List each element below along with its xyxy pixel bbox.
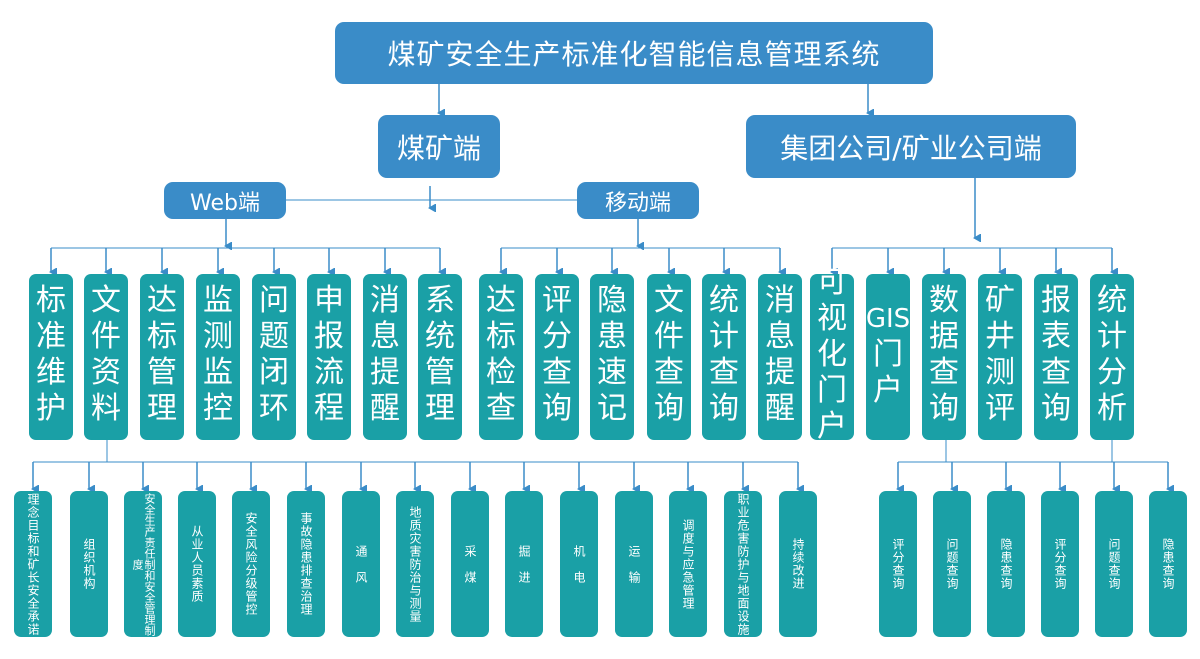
mine-end-box: 煤矿端 (378, 115, 500, 178)
module-1: 标准维护 (29, 274, 73, 440)
leaf-label: 通 风 (354, 544, 368, 584)
module-label: 统计查询 (709, 283, 739, 426)
module-13: 统计查询 (702, 274, 746, 440)
leaf-right-3: 隐患查询 (987, 491, 1025, 637)
leaf-left-5: 安全风险分级管控 (232, 491, 270, 637)
module-label: 监测监控 (203, 283, 233, 426)
module-14: 消息提醒 (758, 274, 802, 440)
module-label: 达标检查 (486, 283, 516, 426)
module-label: 评分查询 (542, 283, 572, 426)
leaf-label: 持续改进 (791, 538, 805, 590)
leaf-left-14: 职业危害防护与地面设施 (724, 491, 762, 637)
leaf-right-5: 问题查询 (1095, 491, 1133, 637)
module-20: 统计分析 (1090, 274, 1134, 440)
leaf-label: 从业人员素质 (190, 525, 204, 603)
leaf-left-2: 组织机构 (70, 491, 108, 637)
module-label: 消息提醒 (765, 283, 795, 426)
module-4: 监测监控 (196, 274, 240, 440)
module-label: 问题闭环 (259, 283, 289, 426)
leaf-left-1: 理念目标和矿长安全承诺 (14, 491, 52, 637)
module-label: 统计分析 (1097, 283, 1127, 426)
leaf-left-8: 地质灾害防治与测量 (396, 491, 434, 637)
module-label: 可视化门户 (817, 265, 847, 444)
leaf-right-1: 评分查询 (879, 491, 917, 637)
module-17: 数据查询 (922, 274, 966, 440)
mobile-end-box: 移动端 (577, 182, 699, 219)
leaf-label: 隐患查询 (999, 538, 1013, 590)
module-10: 评分查询 (535, 274, 579, 440)
module-label: 系统管理 (425, 283, 455, 426)
leaf-label: 职业危害防护与地面设施 (736, 492, 750, 636)
leaf-left-9: 采 煤 (451, 491, 489, 637)
leaf-right-6: 隐患查询 (1149, 491, 1187, 637)
module-label: 文件查询 (654, 283, 684, 426)
module-label: 数据查询 (929, 283, 959, 426)
system-title-box: 煤矿安全生产标准化智能信息管理系统 (335, 22, 933, 84)
leaf-left-7: 通 风 (342, 491, 380, 637)
module-19: 报表查询 (1034, 274, 1078, 440)
module-11: 隐患速记 (590, 274, 634, 440)
leaf-left-12: 运 输 (615, 491, 653, 637)
module-label: 矿井测评 (985, 283, 1015, 426)
leaf-label: 采 煤 (463, 544, 477, 584)
module-18: 矿井测评 (978, 274, 1022, 440)
leaf-left-3: 安全生产责任制和安全管理制度 (124, 491, 162, 637)
leaf-label: 运 输 (627, 544, 641, 584)
leaf-left-15: 持续改进 (779, 491, 817, 637)
system-title: 煤矿安全生产标准化智能信息管理系统 (387, 38, 881, 71)
leaf-left-13: 调度与应急管理 (669, 491, 707, 637)
leaf-label: 隐患查询 (1161, 538, 1175, 590)
leaf-label: 理念目标和矿长安全承诺 (26, 492, 40, 636)
module-9: 达标检查 (479, 274, 523, 440)
group-end-label: 集团公司/矿业公司端 (780, 131, 1042, 165)
web-end-label: Web端 (190, 190, 260, 216)
leaf-label: 机 电 (572, 544, 586, 584)
leaf-label: 掘 进 (517, 544, 531, 584)
module-label: 达标管理 (147, 283, 177, 426)
module-label: 消息提醒 (370, 283, 400, 426)
module-label: 隐患速记 (597, 283, 627, 426)
leaf-label: 事故隐患排查治理 (299, 512, 313, 616)
leaf-label: 评分查询 (891, 538, 905, 590)
leaf-right-2: 问题查询 (933, 491, 971, 637)
module-8: 系统管理 (418, 274, 462, 440)
leaf-label: 调度与应急管理 (681, 518, 695, 610)
module-label: 申报流程 (314, 283, 344, 426)
module-3: 达标管理 (140, 274, 184, 440)
leaf-label: 安全风险分级管控 (244, 512, 258, 616)
module-label: 报表查询 (1041, 283, 1071, 426)
module-5: 问题闭环 (252, 274, 296, 440)
module-12: 文件查询 (647, 274, 691, 440)
leaf-label: 组织机构 (82, 538, 96, 590)
mine-end-label: 煤矿端 (396, 131, 481, 165)
leaf-label: 评分查询 (1053, 538, 1067, 590)
module-2: 文件资料 (84, 274, 128, 440)
module-15: 可视化门户 (810, 265, 854, 444)
web-end-box: Web端 (164, 182, 286, 219)
group-end-box: 集团公司/矿业公司端 (746, 115, 1076, 178)
leaf-label: 问题查询 (1107, 538, 1121, 590)
mobile-end-label: 移动端 (604, 190, 671, 216)
leaf-left-4: 从业人员素质 (178, 491, 216, 637)
leaf-label: 地质灾害防治与测量 (408, 505, 422, 623)
leaf-left-10: 掘 进 (505, 491, 543, 637)
leaf-right-4: 评分查询 (1041, 491, 1079, 637)
leaf-left-11: 机 电 (560, 491, 598, 637)
leaf-label: 安全生产责任制和安全管理制度 (131, 492, 156, 636)
module-label: 标准维护 (36, 283, 66, 426)
leaf-label: 问题查询 (945, 538, 959, 590)
module-6: 申报流程 (307, 274, 351, 440)
leaf-left-6: 事故隐患排查治理 (287, 491, 325, 637)
module-label: 文件资料 (91, 283, 121, 426)
module-7: 消息提醒 (363, 274, 407, 440)
